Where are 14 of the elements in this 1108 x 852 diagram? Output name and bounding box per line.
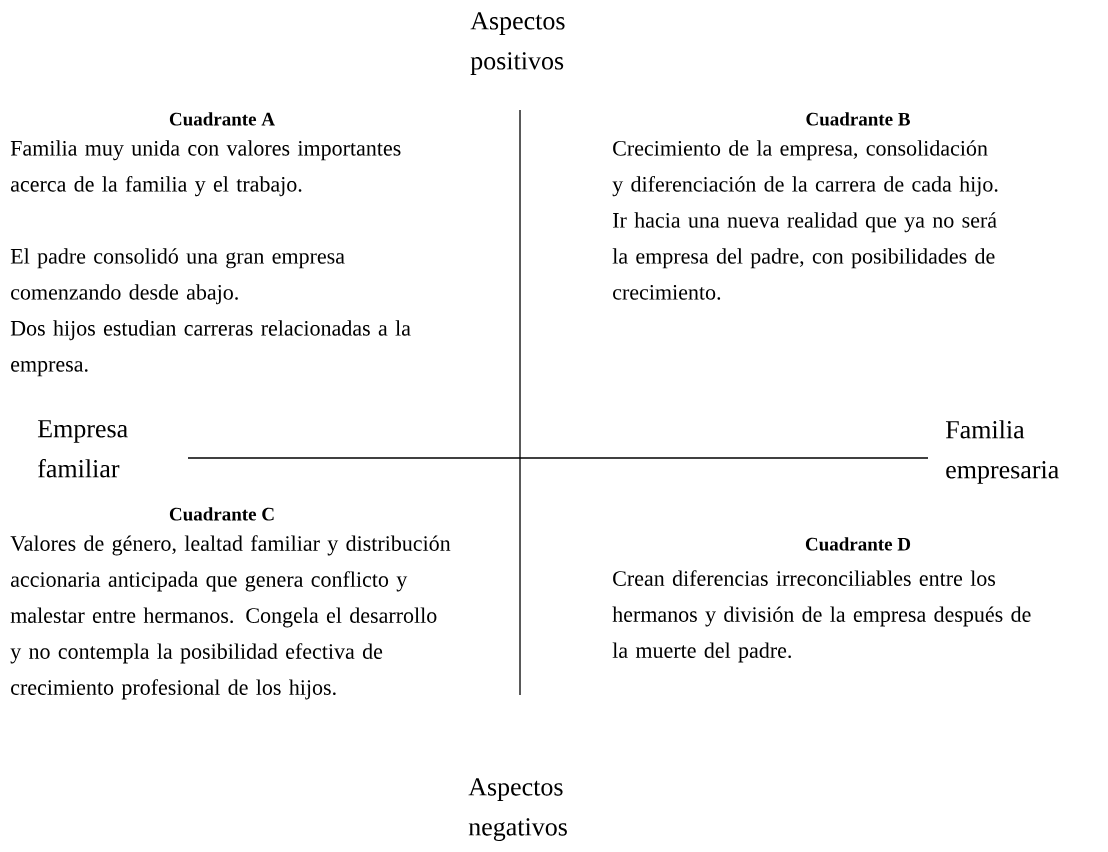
quadrant-heading: Cuadrante D — [805, 537, 911, 551]
axis-label: Empresa familiar — [37, 420, 128, 478]
quadrant-text: Crean diferencias irreconciliables entre los hermanos y división de la empresa después de la muerte del padre. — [612, 570, 1031, 663]
quadrant-text: Familia muy unida con valores importantes acerca de la familia y el trabajo. — [10, 140, 401, 197]
quadrant-text: Crecimiento de la empresa, consolidación y diferenciación de la carrera de cada hijo. Ir hacia una nueva realidad que ya no será la empresa del padre, con posibilidades de crecimiento. — [612, 140, 998, 300]
quadrant-text: Valores de género, lealtad familiar y distribución accionaria anticipada que genera conflicto y malestar entre hermanos. Congela el desarrollo y no contempla la posibilidad efectiva de crecimiento profesional de los hijos. — [10, 535, 451, 700]
quadrant-heading: Cuadrante B — [806, 112, 910, 126]
axis-label: Aspectos positivos — [470, 12, 565, 75]
quadrant-text: Dos hijos estudian carreras relacionadas a la empresa. — [10, 320, 411, 377]
quadrant-heading: Cuadrante A — [169, 112, 275, 126]
quadrant-text: El padre consolidó una gran empresa comenzando desde abajo. — [10, 248, 345, 305]
axis-label: Aspectos negativos — [468, 778, 567, 841]
quadrant-heading: Cuadrante C — [169, 507, 274, 521]
axis-label: Familia empresaria — [945, 420, 1059, 484]
